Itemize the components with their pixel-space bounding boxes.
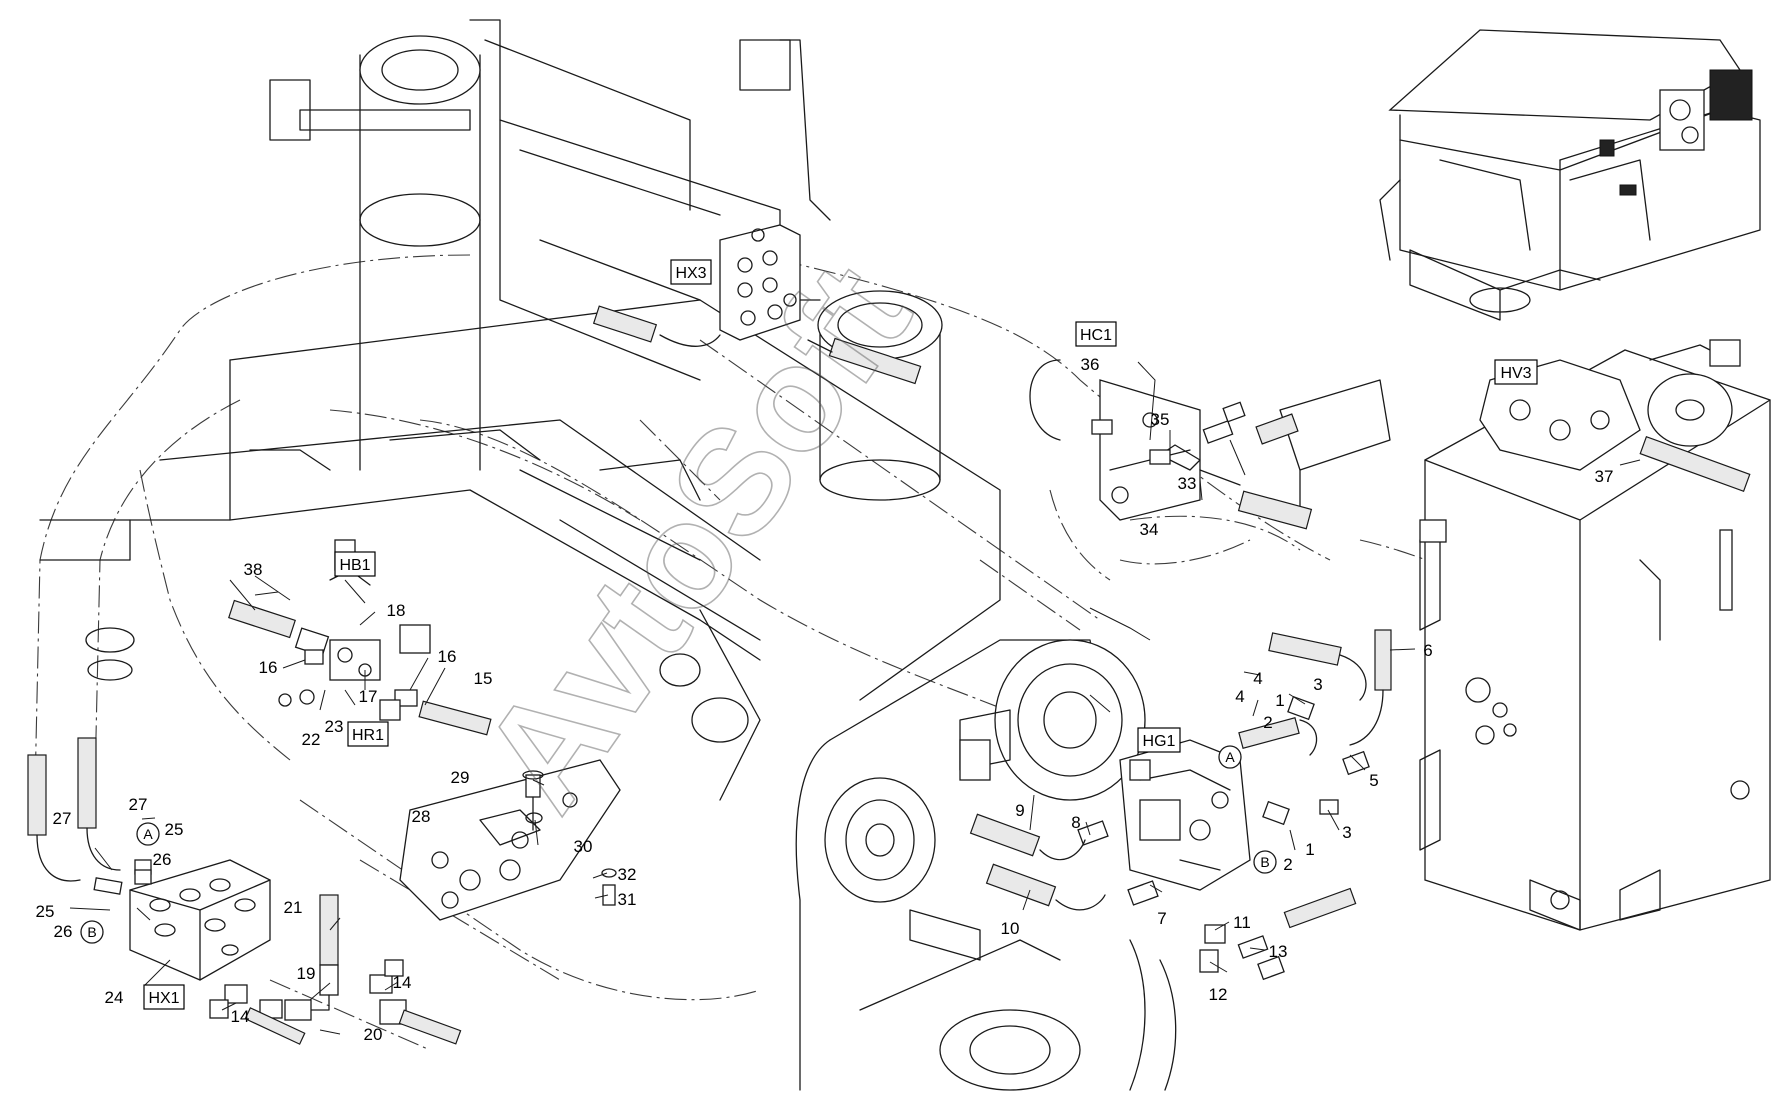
machine-overview bbox=[1379, 29, 1761, 321]
callout-14: 14 bbox=[393, 973, 412, 992]
svg-text:HG1: HG1 bbox=[1143, 733, 1176, 750]
hx3-manifold[interactable] bbox=[719, 224, 801, 341]
callout-30: 30 bbox=[574, 837, 593, 856]
callout-5: 5 bbox=[1369, 771, 1378, 790]
bracket-28 bbox=[399, 759, 621, 921]
watermark: AvtoSoft bbox=[448, 234, 942, 839]
callout-1: 1 bbox=[1275, 691, 1284, 710]
svg-text:HX1: HX1 bbox=[148, 990, 179, 1007]
hx1-assembly bbox=[27, 737, 462, 1045]
port-marker-b-hg1: B bbox=[1253, 850, 1277, 874]
svg-text:A: A bbox=[1225, 749, 1235, 765]
callout-38: 38 bbox=[244, 560, 263, 579]
hx3-hoses bbox=[592, 305, 922, 385]
callout-16: 16 bbox=[438, 647, 457, 666]
port-marker-a-hg1: A bbox=[1218, 745, 1242, 769]
hg1-pump bbox=[959, 629, 1392, 981]
callout-18: 18 bbox=[387, 601, 406, 620]
callout-12: 12 bbox=[1209, 985, 1228, 1004]
callout-35: 35 bbox=[1151, 410, 1170, 429]
callout-22: 22 bbox=[302, 730, 321, 749]
callout-3: 3 bbox=[1342, 823, 1351, 842]
callout-numbers: 1 1 2 2 3 3 4 4 5 6 7 8 9 10 11 12 13 14… bbox=[36, 355, 1614, 1044]
callout-2: 2 bbox=[1263, 713, 1272, 732]
code-label-hb1: HB1 bbox=[334, 551, 376, 577]
callout-33: 33 bbox=[1178, 474, 1197, 493]
svg-text:HX3: HX3 bbox=[675, 265, 706, 282]
callout-2: 2 bbox=[1283, 855, 1292, 874]
callout-6: 6 bbox=[1423, 641, 1432, 660]
callout-27: 27 bbox=[53, 809, 72, 828]
svg-text:B: B bbox=[87, 924, 96, 940]
callout-8: 8 bbox=[1071, 813, 1080, 832]
code-label-hr1: HR1 bbox=[347, 721, 389, 747]
code-label-hx1: HX1 bbox=[143, 984, 185, 1010]
callout-24: 24 bbox=[105, 988, 124, 1007]
callout-26: 26 bbox=[153, 850, 172, 869]
callout-27: 27 bbox=[129, 795, 148, 814]
svg-text:HB1: HB1 bbox=[339, 557, 370, 574]
callout-37: 37 bbox=[1595, 467, 1614, 486]
code-label-hv3: HV3 bbox=[1494, 359, 1538, 385]
svg-text:HR1: HR1 bbox=[352, 727, 384, 744]
leader-lines bbox=[69, 361, 1641, 1035]
callout-14: 14 bbox=[231, 1007, 250, 1026]
callout-17: 17 bbox=[359, 687, 378, 706]
code-label-hc1: HC1 bbox=[1075, 321, 1117, 347]
callout-11: 11 bbox=[1233, 913, 1251, 932]
callout-28: 28 bbox=[412, 807, 431, 826]
code-label-hg1: HG1 bbox=[1137, 727, 1181, 753]
callout-16: 16 bbox=[259, 658, 278, 677]
hv3-tank bbox=[1419, 339, 1771, 931]
port-marker-a-hx1: A bbox=[136, 822, 160, 846]
callout-31: 31 bbox=[618, 890, 637, 909]
callout-25: 25 bbox=[36, 902, 55, 921]
callout-32: 32 bbox=[618, 865, 637, 884]
callout-15: 15 bbox=[474, 669, 493, 688]
callout-29: 29 bbox=[451, 768, 470, 787]
callout-10: 10 bbox=[1001, 919, 1020, 938]
callout-25: 25 bbox=[165, 820, 184, 839]
callout-36: 36 bbox=[1081, 355, 1100, 374]
callout-9: 9 bbox=[1015, 801, 1024, 820]
callout-26: 26 bbox=[54, 922, 73, 941]
callout-3: 3 bbox=[1313, 675, 1322, 694]
code-label-hx3: HX3 bbox=[670, 259, 712, 285]
svg-text:A: A bbox=[143, 826, 153, 842]
svg-text:HC1: HC1 bbox=[1080, 327, 1112, 344]
callout-19: 19 bbox=[297, 964, 316, 983]
callout-21: 21 bbox=[284, 898, 303, 917]
watermark-text: AvtoSoft bbox=[449, 235, 942, 839]
callout-4: 4 bbox=[1235, 687, 1244, 706]
callout-13: 13 bbox=[1269, 942, 1288, 961]
callout-7: 7 bbox=[1157, 909, 1166, 928]
machine-frame bbox=[39, 19, 1177, 1091]
callout-4: 4 bbox=[1253, 669, 1262, 688]
port-marker-b-hx1: B bbox=[80, 920, 104, 944]
svg-text:HV3: HV3 bbox=[1500, 365, 1531, 382]
callout-20: 20 bbox=[364, 1025, 383, 1044]
callout-23: 23 bbox=[325, 717, 344, 736]
callout-34: 34 bbox=[1140, 520, 1159, 539]
callout-1: 1 bbox=[1305, 840, 1314, 859]
hc1-assembly bbox=[1029, 359, 1391, 530]
svg-text:B: B bbox=[1260, 854, 1269, 870]
